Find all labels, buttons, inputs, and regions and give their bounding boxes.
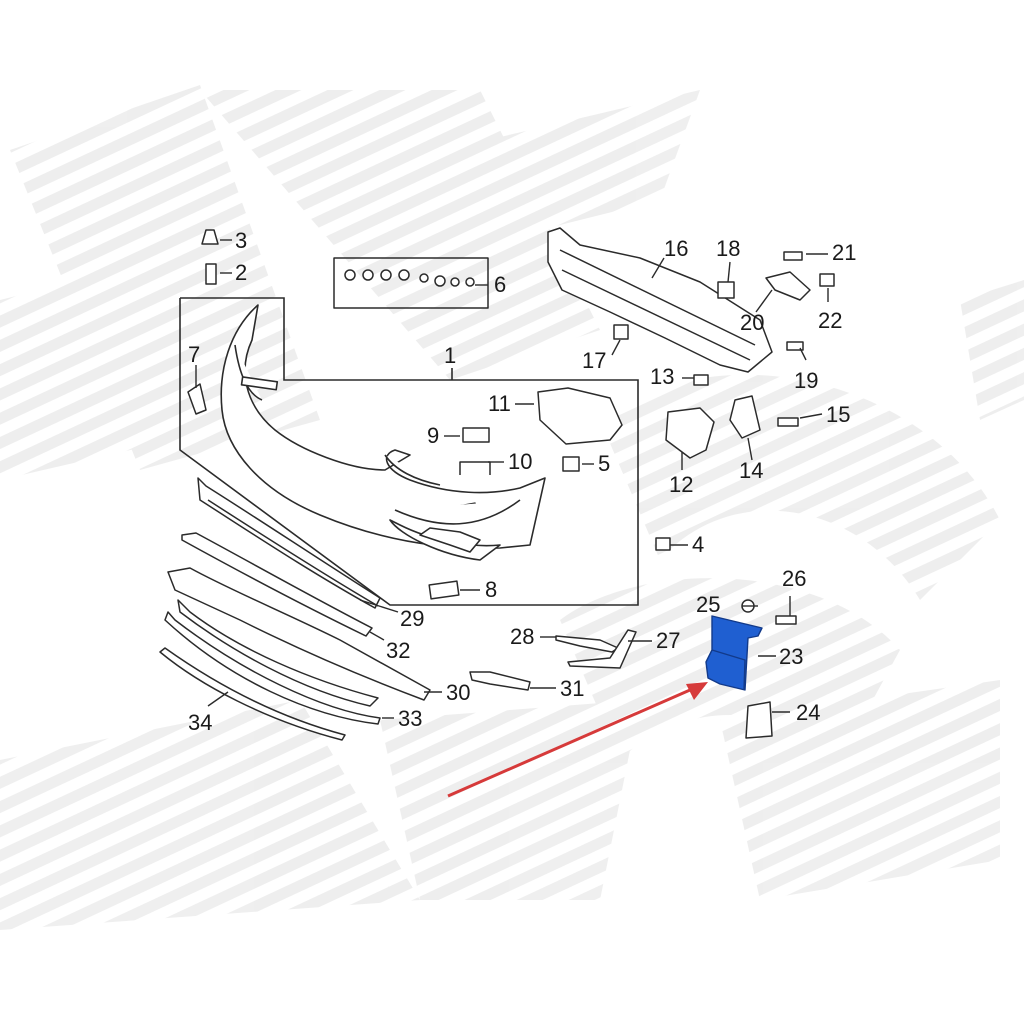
part-label-20: 20 [740, 310, 765, 335]
part-label-29: 29 [400, 606, 425, 631]
part-label-34: 34 [188, 710, 213, 735]
upper-right-parts [547, 227, 835, 551]
part-label-19: 19 [794, 368, 819, 393]
part-label-7: 7 [188, 342, 201, 367]
bumper-cover [220, 304, 546, 561]
lower-strips [159, 477, 431, 741]
part-label-4: 4 [692, 532, 705, 557]
part-label-13: 13 [650, 364, 675, 389]
part-label-18: 18 [716, 236, 741, 261]
part-label-26: 26 [782, 566, 807, 591]
leader-lines [195, 239, 829, 719]
part-label-28: 28 [510, 624, 535, 649]
part-label-11: 11 [488, 391, 511, 416]
part-label-12: 12 [669, 472, 694, 497]
part-label-30: 30 [446, 680, 471, 705]
part-label-5: 5 [598, 451, 611, 476]
highlighted-part-23 [705, 615, 763, 691]
part-label-2: 2 [235, 260, 248, 285]
small-parts [187, 229, 623, 600]
part-label-27: 27 [656, 628, 681, 653]
part-label-14: 14 [739, 458, 764, 483]
part-label-32: 32 [386, 638, 411, 663]
part-label-33: 33 [398, 706, 423, 731]
pointer-arrow [447, 682, 708, 798]
part-label-10: 10 [508, 449, 533, 474]
part-label-25: 25 [696, 592, 721, 617]
part-label-31: 31 [560, 676, 585, 701]
part-label-1: 1 [444, 343, 457, 368]
part-label-3: 3 [235, 228, 248, 253]
part-label-15: 15 [826, 402, 851, 427]
part-label-17: 17 [582, 348, 607, 373]
part-label-6: 6 [494, 272, 507, 297]
part-label-9: 9 [427, 423, 440, 448]
bumper-frame [179, 297, 639, 606]
part-label-16: 16 [664, 236, 689, 261]
part-label-22: 22 [818, 308, 843, 333]
part-label-23: 23 [779, 644, 804, 669]
part-label-8: 8 [485, 577, 498, 602]
part-label-24: 24 [796, 700, 821, 725]
part-label-21: 21 [832, 240, 857, 265]
